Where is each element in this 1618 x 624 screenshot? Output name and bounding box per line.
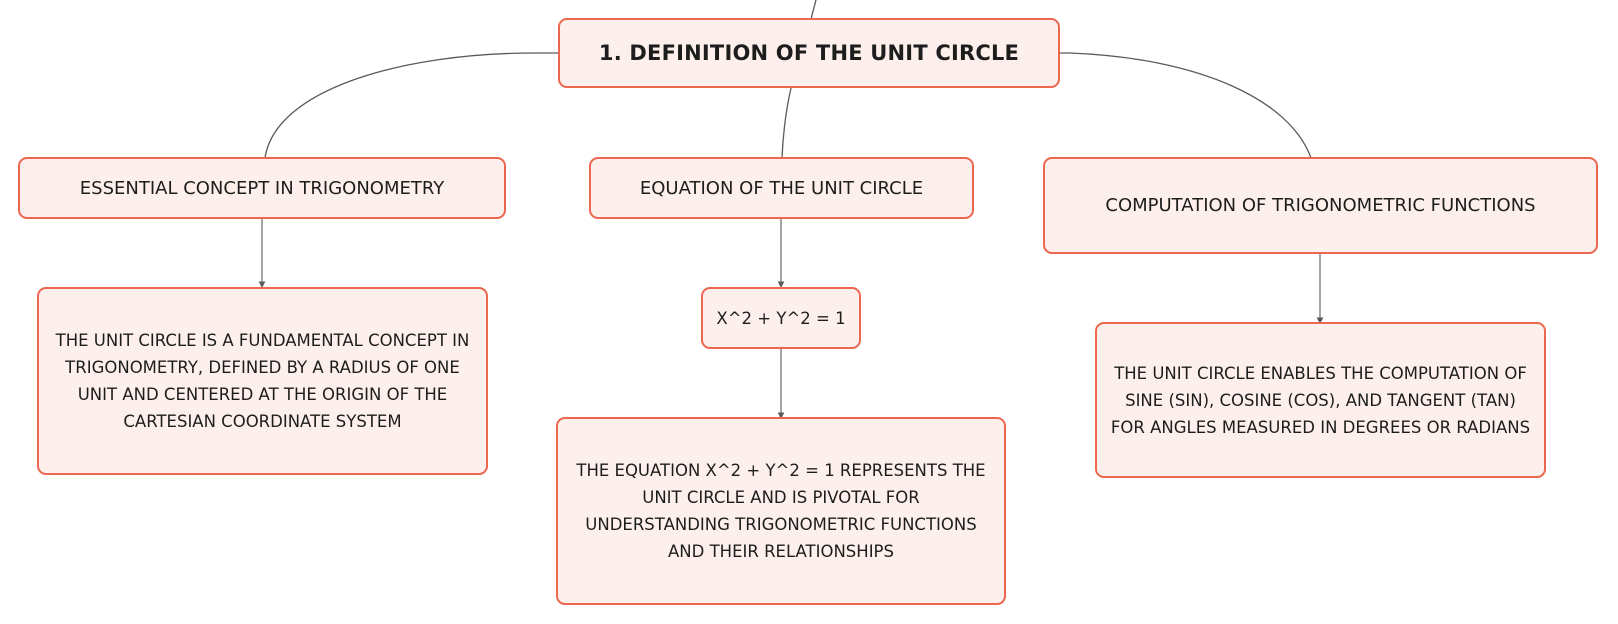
subtopic-node-label: X^2 + Y^2 = 1 <box>716 308 846 328</box>
root-node-label: 1. DEFINITION OF THE UNIT CIRCLE <box>598 40 1020 65</box>
connector-root-to-branch-2 <box>781 87 792 159</box>
connector-root-to-branch-3 <box>1059 52 1312 159</box>
subtopic-node-equation-formula[interactable]: X^2 + Y^2 = 1 <box>701 287 861 349</box>
topic-node-label: EQUATION OF THE UNIT CIRCLE <box>639 177 924 199</box>
detail-node-text: THE UNIT CIRCLE IS A FUNDAMENTAL CONCEPT… <box>55 331 470 431</box>
detail-node-essential-concept[interactable]: THE UNIT CIRCLE IS A FUNDAMENTAL CONCEPT… <box>37 287 488 475</box>
topic-node-essential-concept[interactable]: ESSENTIAL CONCEPT IN TRIGONOMETRY <box>18 157 506 219</box>
connector-root-to-branch-1 <box>264 52 560 159</box>
detail-node-text: THE UNIT CIRCLE ENABLES THE COMPUTATION … <box>1110 363 1531 437</box>
detail-node-equation[interactable]: THE EQUATION X^2 + Y^2 = 1 REPRESENTS TH… <box>556 417 1006 605</box>
root-node[interactable]: 1. DEFINITION OF THE UNIT CIRCLE <box>558 18 1060 88</box>
detail-node-computation[interactable]: THE UNIT CIRCLE ENABLES THE COMPUTATION … <box>1095 322 1546 478</box>
topic-node-computation[interactable]: COMPUTATION OF TRIGONOMETRIC FUNCTIONS <box>1043 157 1598 254</box>
topic-node-label: ESSENTIAL CONCEPT IN TRIGONOMETRY <box>79 177 445 199</box>
connector-incoming <box>810 0 817 21</box>
detail-node-text: THE EQUATION X^2 + Y^2 = 1 REPRESENTS TH… <box>576 461 986 561</box>
topic-node-label: COMPUTATION OF TRIGONOMETRIC FUNCTIONS <box>1105 195 1536 216</box>
topic-node-equation[interactable]: EQUATION OF THE UNIT CIRCLE <box>589 157 974 219</box>
